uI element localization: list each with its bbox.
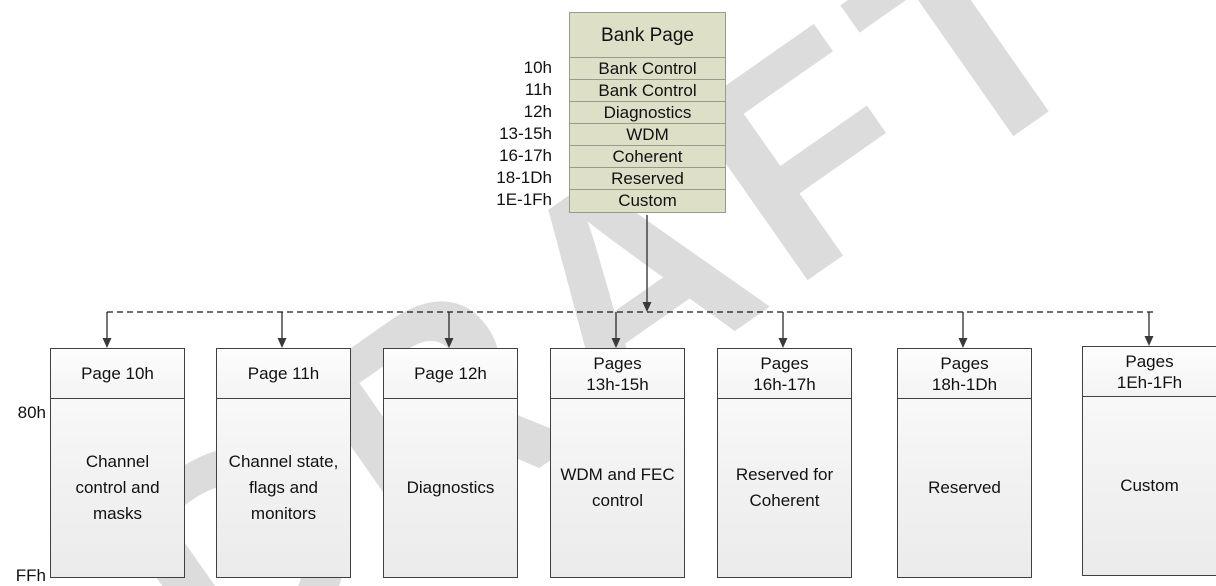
bank-row-11h[interactable]: Bank Control [570,80,725,102]
bank-address: 11h [524,80,552,99]
bank-address-column: 10h 11h 12h 13-15h 16-17h 18-1Dh 1E-1Fh [420,57,560,211]
page-box-header-line1: Pages [760,353,809,373]
page-box-header-line1: Pages [593,353,642,373]
bank-row-10h[interactable]: Bank Control [570,58,725,80]
bank-address: 12h [523,102,552,121]
page-box-header-line1: Pages [1125,351,1174,371]
page-box-header: Page 10h [51,349,184,399]
page-box-header: Page 12h [384,349,517,399]
bank-page-table: Bank Page Bank Control Bank Control Diag… [569,12,726,213]
page-box-header-line2: 13h-15h [586,374,649,394]
bank-page-title: Bank Page [570,13,725,58]
page-box-header: Pages 18h-1Dh [898,349,1031,399]
bank-row-1E-1Fh[interactable]: Custom [618,191,677,210]
page-box-body: Channel control and masks [75,452,160,523]
page-box-header-line1: Page 10h [81,364,154,383]
page-box-header: Pages 13h-15h [551,349,684,399]
page-box-header: Page 11h [217,349,350,399]
page-box-header-line1: Page 12h [414,364,487,383]
page-box-header-line2: 18h-1Dh [931,374,998,394]
bank-row-12h[interactable]: Diagnostics [570,102,725,124]
page-box-16h-17h[interactable]: Pages 16h-17h Reserved for Coherent [717,348,852,578]
page-box-header: Pages 1Eh-1Fh [1083,347,1216,397]
page-box-body: Reserved for Coherent [735,465,834,510]
page-box-header-line1: Page 11h [247,364,320,383]
page-box-body: Reserved [928,478,1001,497]
page-box-12h[interactable]: Page 12h Diagnostics [383,348,518,578]
page-box-18h-1Dh[interactable]: Pages 18h-1Dh Reserved [897,348,1032,578]
page-box-10h[interactable]: Page 10h Channel control and masks [50,348,185,578]
page-box-1Eh-1Fh[interactable]: Pages 1Eh-1Fh Custom [1082,346,1216,576]
page-box-body: Diagnostics [406,478,495,497]
page-box-header-line1: Pages [940,353,989,373]
bank-row-16-17h[interactable]: Coherent [570,146,725,168]
bank-address: 16-17h [499,146,552,165]
bank-row-18-1Dh[interactable]: Reserved [570,168,725,190]
page-box-header-line2: 1Eh-1Fh [1116,372,1183,392]
memory-start-label: 80h [17,403,46,422]
page-box-header-line2: 16h-17h [753,374,816,394]
page-box-header: Pages 16h-17h [718,349,851,399]
bank-address: 13-15h [499,124,552,143]
page-box-13h-15h[interactable]: Pages 13h-15h WDM and FEC control [550,348,685,578]
page-box-body: WDM and FEC control [560,465,675,510]
memory-end-label: FFh [15,566,46,585]
bank-address: 10h [523,58,552,77]
bank-row-13-15h[interactable]: WDM [570,124,725,146]
page-box-body: Channel state, flags and monitors [228,452,339,523]
page-box-body: Custom [1120,476,1179,495]
bank-address: 18-1Dh [496,168,552,187]
bank-address: 1E-1Fh [496,190,552,209]
page-box-11h[interactable]: Page 11h Channel state, flags and monito… [216,348,351,578]
